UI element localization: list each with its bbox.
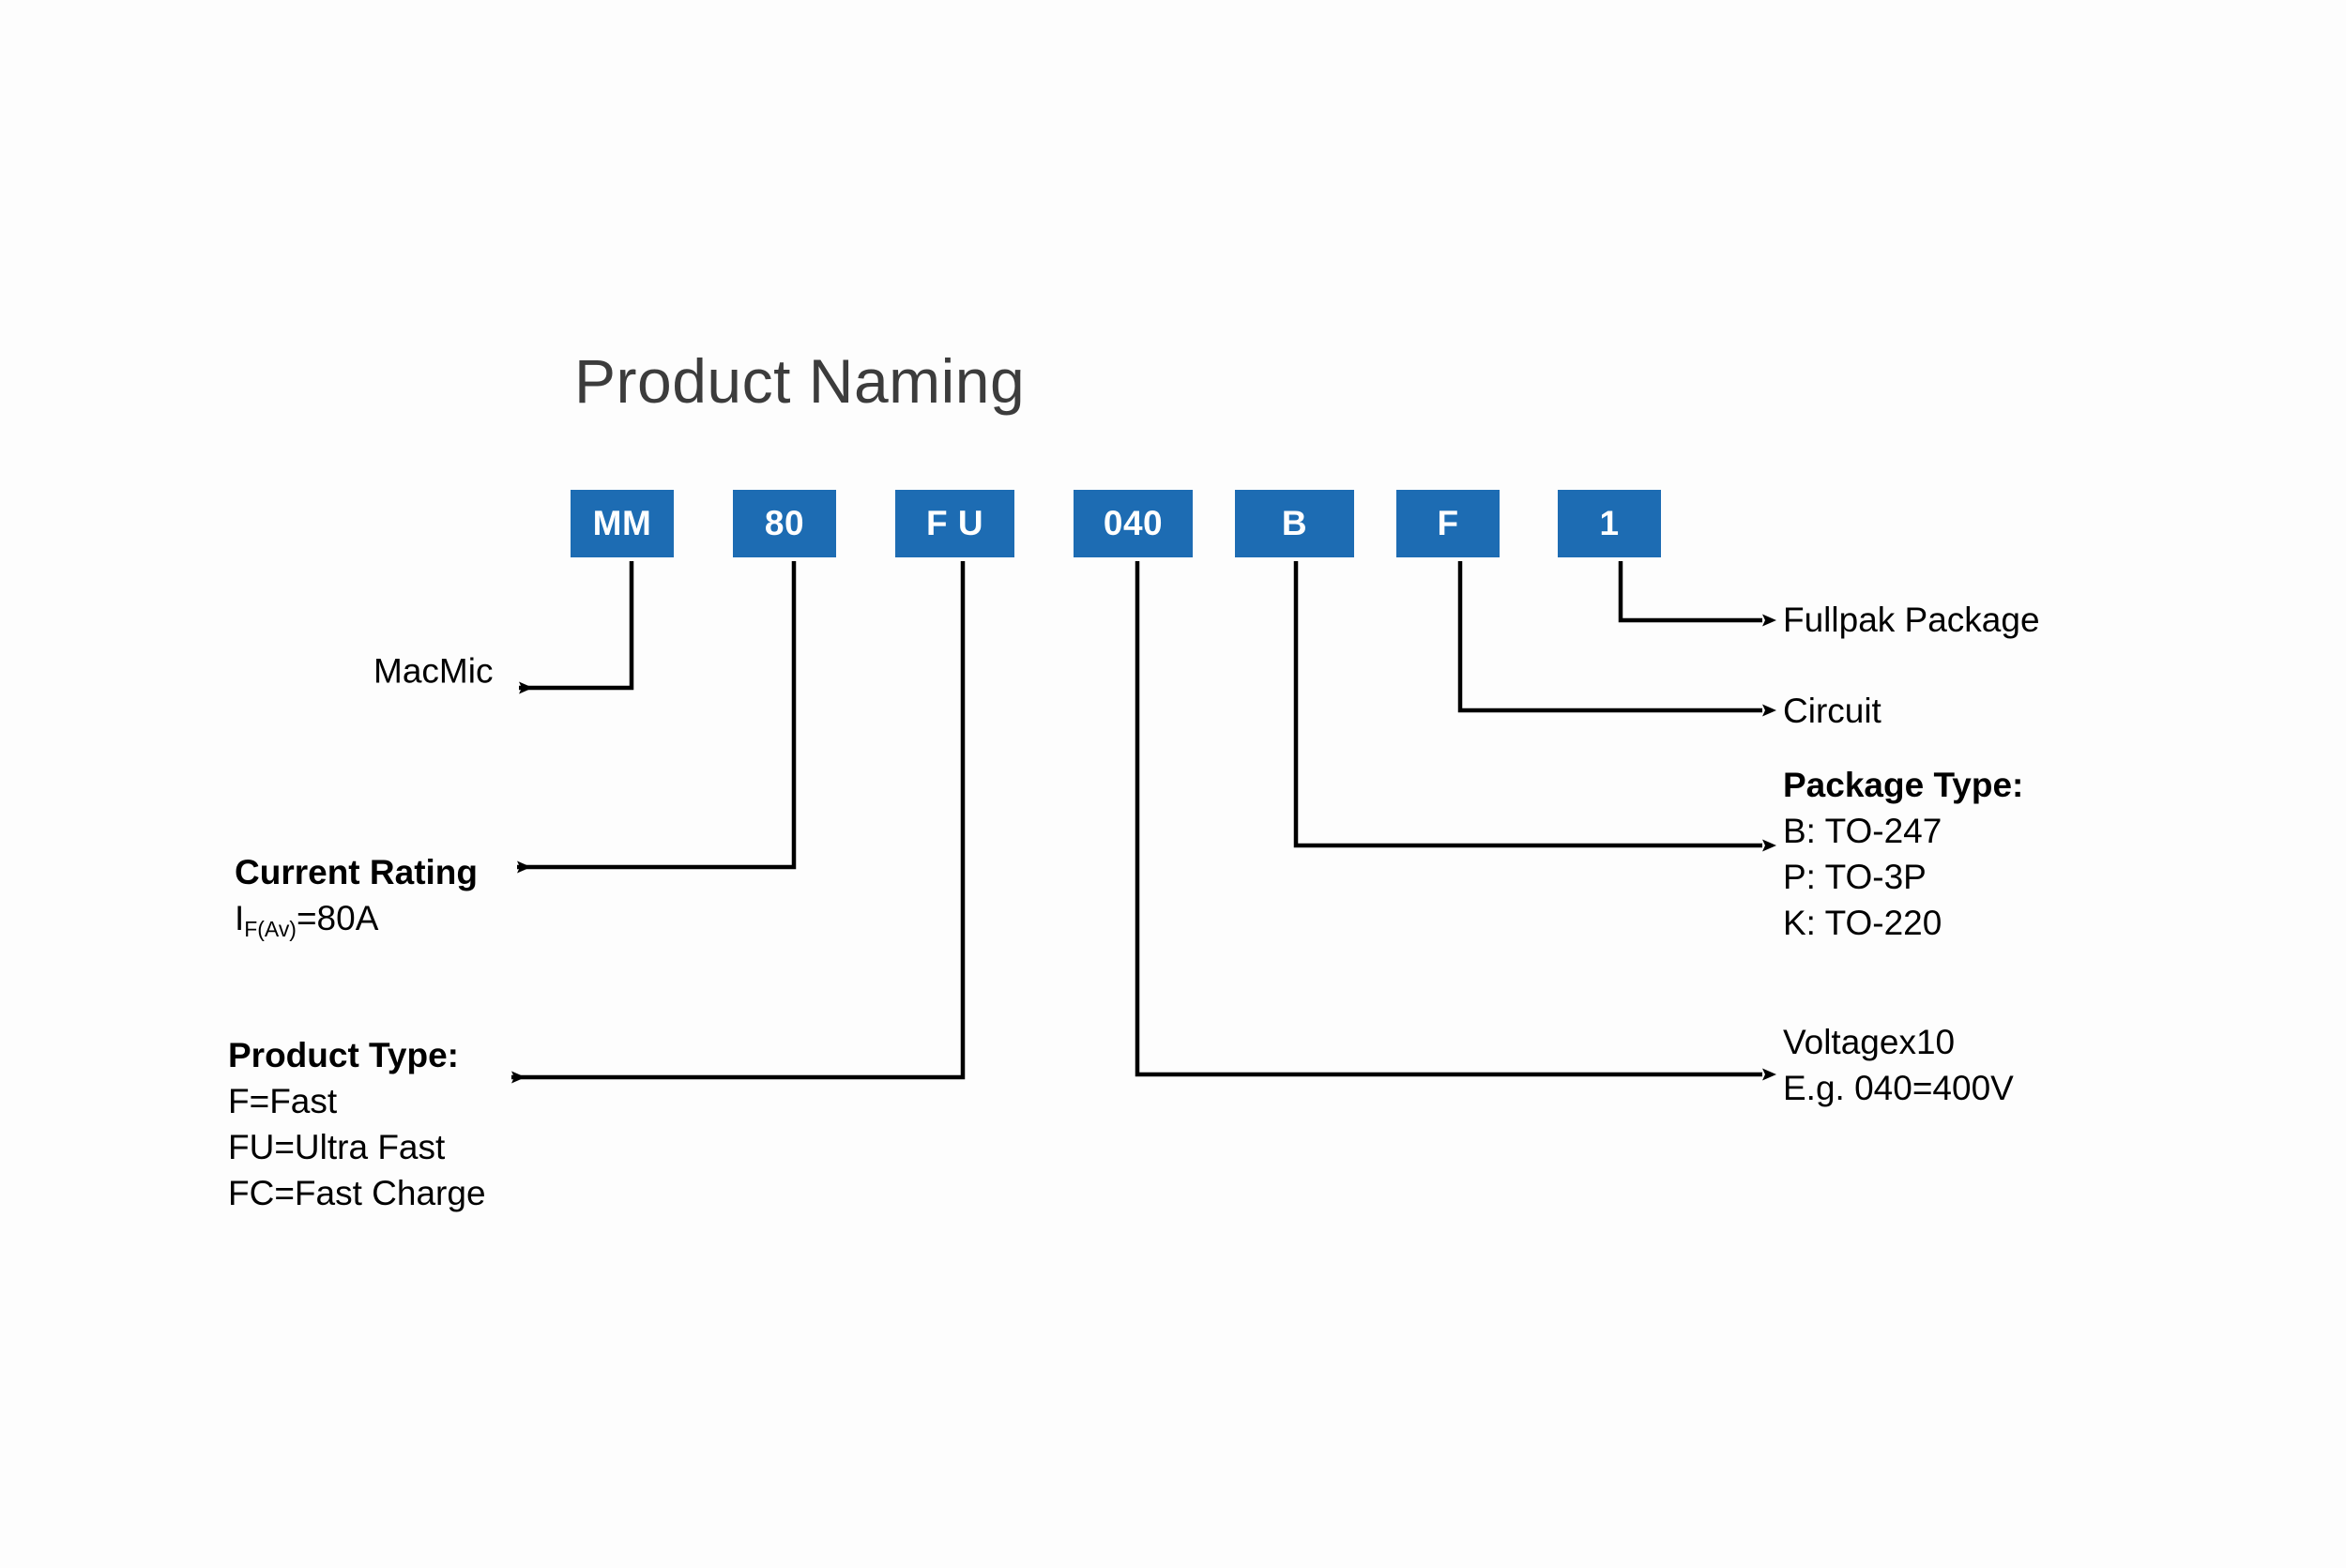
annotation-product-type-line-1: F=Fast <box>228 1082 338 1120</box>
leader-mm-to-macmic <box>519 561 634 694</box>
annotation-macmic: MacMic <box>373 648 493 694</box>
annotation-voltage: Voltagex10 E.g. 040=400V <box>1783 1019 2014 1111</box>
annotation-product-type: Product Type: F=Fast FU=Ultra Fast FC=Fa… <box>228 1032 486 1216</box>
annotation-package-type-line-2: P: TO-3P <box>1783 858 1927 896</box>
leader-1-to-fullpak <box>1618 561 1776 627</box>
code-segment-b[interactable]: B <box>1235 490 1354 557</box>
annotation-voltage-line-2: E.g. 040=400V <box>1783 1069 2014 1107</box>
leader-f-to-circuit <box>1457 561 1776 717</box>
annotation-circuit-heading: Circuit <box>1783 692 1881 730</box>
annotation-current-rating-formula: IF(Av)=80A <box>235 899 379 941</box>
code-segment-1[interactable]: 1 <box>1558 490 1661 557</box>
leader-fu-to-product-type <box>511 561 966 1084</box>
annotation-fullpak: Fullpak Package <box>1783 597 2040 643</box>
code-segment-mm[interactable]: MM <box>571 490 674 557</box>
annotation-package-type-line-3: K: TO-220 <box>1783 904 1942 942</box>
leader-b-to-package-type <box>1293 561 1776 852</box>
page-title: Product Naming <box>574 346 1026 416</box>
leader-040-to-voltage <box>1135 561 1776 1081</box>
annotation-package-type-line-1: B: TO-247 <box>1783 812 1942 850</box>
annotation-package-type: Package Type: B: TO-247 P: TO-3P K: TO-2… <box>1783 762 2023 946</box>
annotation-macmic-label: MacMic <box>373 651 494 691</box>
code-segment-fu[interactable]: F U <box>895 490 1014 557</box>
annotation-circuit: Circuit <box>1783 688 1881 734</box>
annotation-current-rating: Current Rating IF(Av)=80A <box>235 849 478 946</box>
code-segment-f[interactable]: F <box>1396 490 1500 557</box>
code-segment-80[interactable]: 80 <box>733 490 836 557</box>
annotation-current-rating-heading: Current Rating <box>235 853 478 891</box>
annotation-product-type-line-2: FU=Ultra Fast <box>228 1128 446 1166</box>
annotation-voltage-line-1: Voltagex10 <box>1783 1023 1956 1061</box>
leader-80-to-current-rating <box>517 561 797 874</box>
annotation-product-type-heading: Product Type: <box>228 1036 459 1074</box>
annotation-fullpak-heading: Fullpak Package <box>1783 601 2040 639</box>
annotation-package-type-heading: Package Type: <box>1783 766 2024 804</box>
annotation-product-type-line-3: FC=Fast Charge <box>228 1174 486 1212</box>
code-segment-040[interactable]: 040 <box>1074 490 1193 557</box>
